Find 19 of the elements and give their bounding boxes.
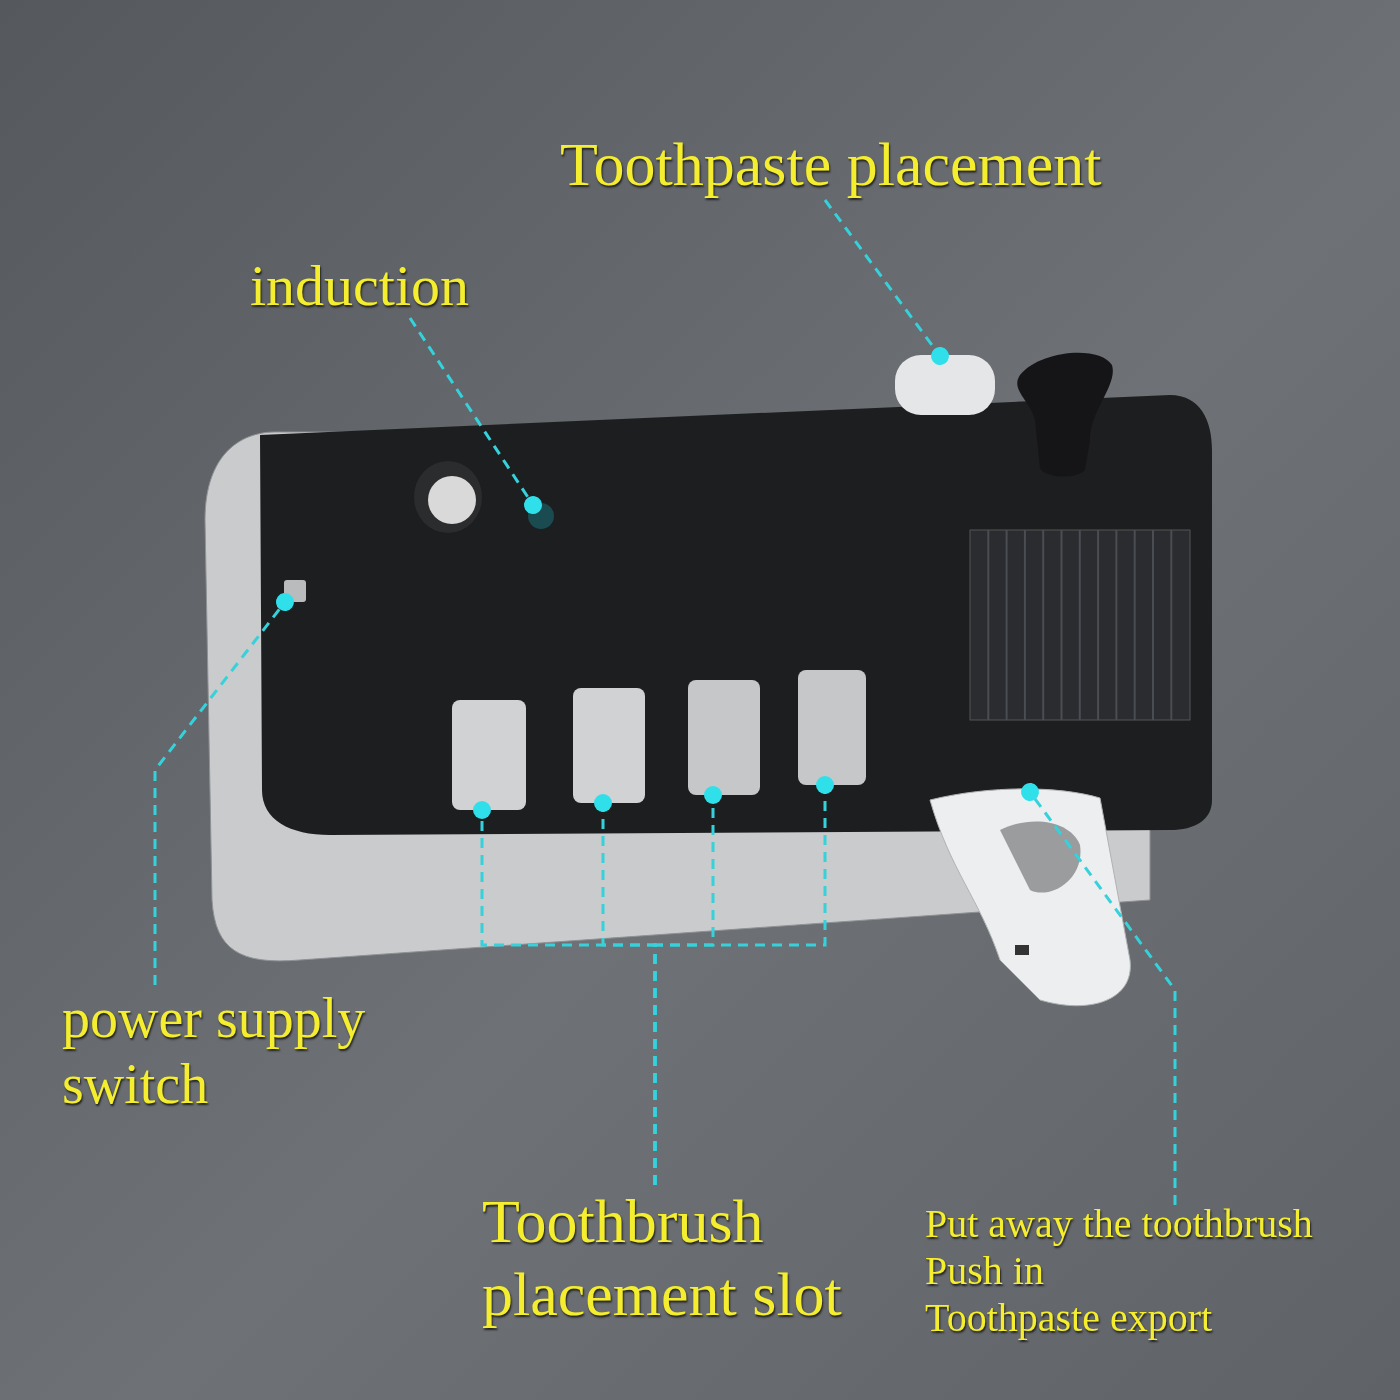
callout-label: Put away the toothbrush: [925, 1200, 1314, 1248]
callout-label: induction: [250, 252, 550, 321]
toothbrush-slot: [452, 700, 526, 810]
toothpaste-holder: [895, 355, 995, 415]
callout-label: Push in: [925, 1247, 1045, 1295]
callout-label: Toothpaste placement: [560, 128, 1200, 202]
callout-label: power supply switch: [62, 985, 432, 1118]
callout-label: Toothbrush placement slot: [482, 1185, 902, 1332]
callout-label: Toothpaste export: [925, 1294, 1214, 1342]
toothbrush-slot: [688, 680, 760, 795]
leader-line: [153, 593, 294, 985]
toothbrush-slot: [573, 688, 645, 803]
leader-line: [1021, 783, 1177, 1205]
toothbrush-slot: [798, 670, 866, 785]
leader-line: [823, 199, 949, 365]
indicator-light: [528, 503, 554, 529]
leader-line: [653, 776, 834, 1185]
dispensing-lever-drawing: [929, 788, 1131, 1007]
leader-line: [408, 317, 542, 514]
